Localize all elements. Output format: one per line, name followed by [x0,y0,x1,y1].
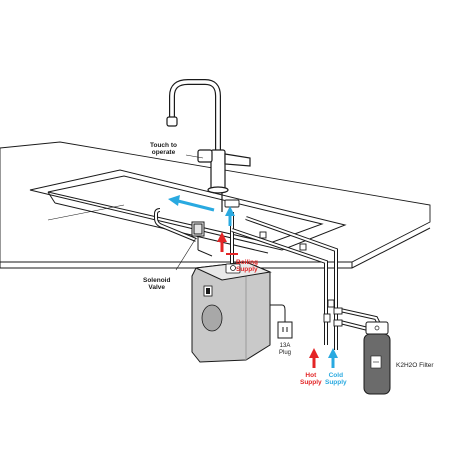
leader-lines [175,154,204,271]
label-13a-plug: 13A Plug [279,343,292,356]
boiler-tank-icon [191,261,272,363]
cold-supply-arrow [328,348,338,368]
label-touch-to-operate: Touch to operate [150,142,177,156]
worktop [0,141,431,269]
boiling-rise-arrow [217,232,227,252]
tap-icon [166,79,251,212]
plug-icon [270,304,293,339]
valve-icon [191,221,213,257]
cold-rise-arrow [225,206,235,226]
flow-arrows [168,195,338,368]
cold-outflow-arrow [168,195,215,212]
pipe-connectors [224,199,343,327]
filter-cartridge-icon [363,321,391,395]
label-boiling-supply: Boiling Supply [236,259,259,273]
hot-supply-arrow [309,348,319,368]
label-hot-supply: Hot Supply [300,372,322,386]
label-k2h2o-filter: K2H2O Filter [396,362,434,369]
label-solenoid-valve: Solenoid Valve [143,277,171,291]
label-cold-supply: Cold Supply [325,372,347,386]
